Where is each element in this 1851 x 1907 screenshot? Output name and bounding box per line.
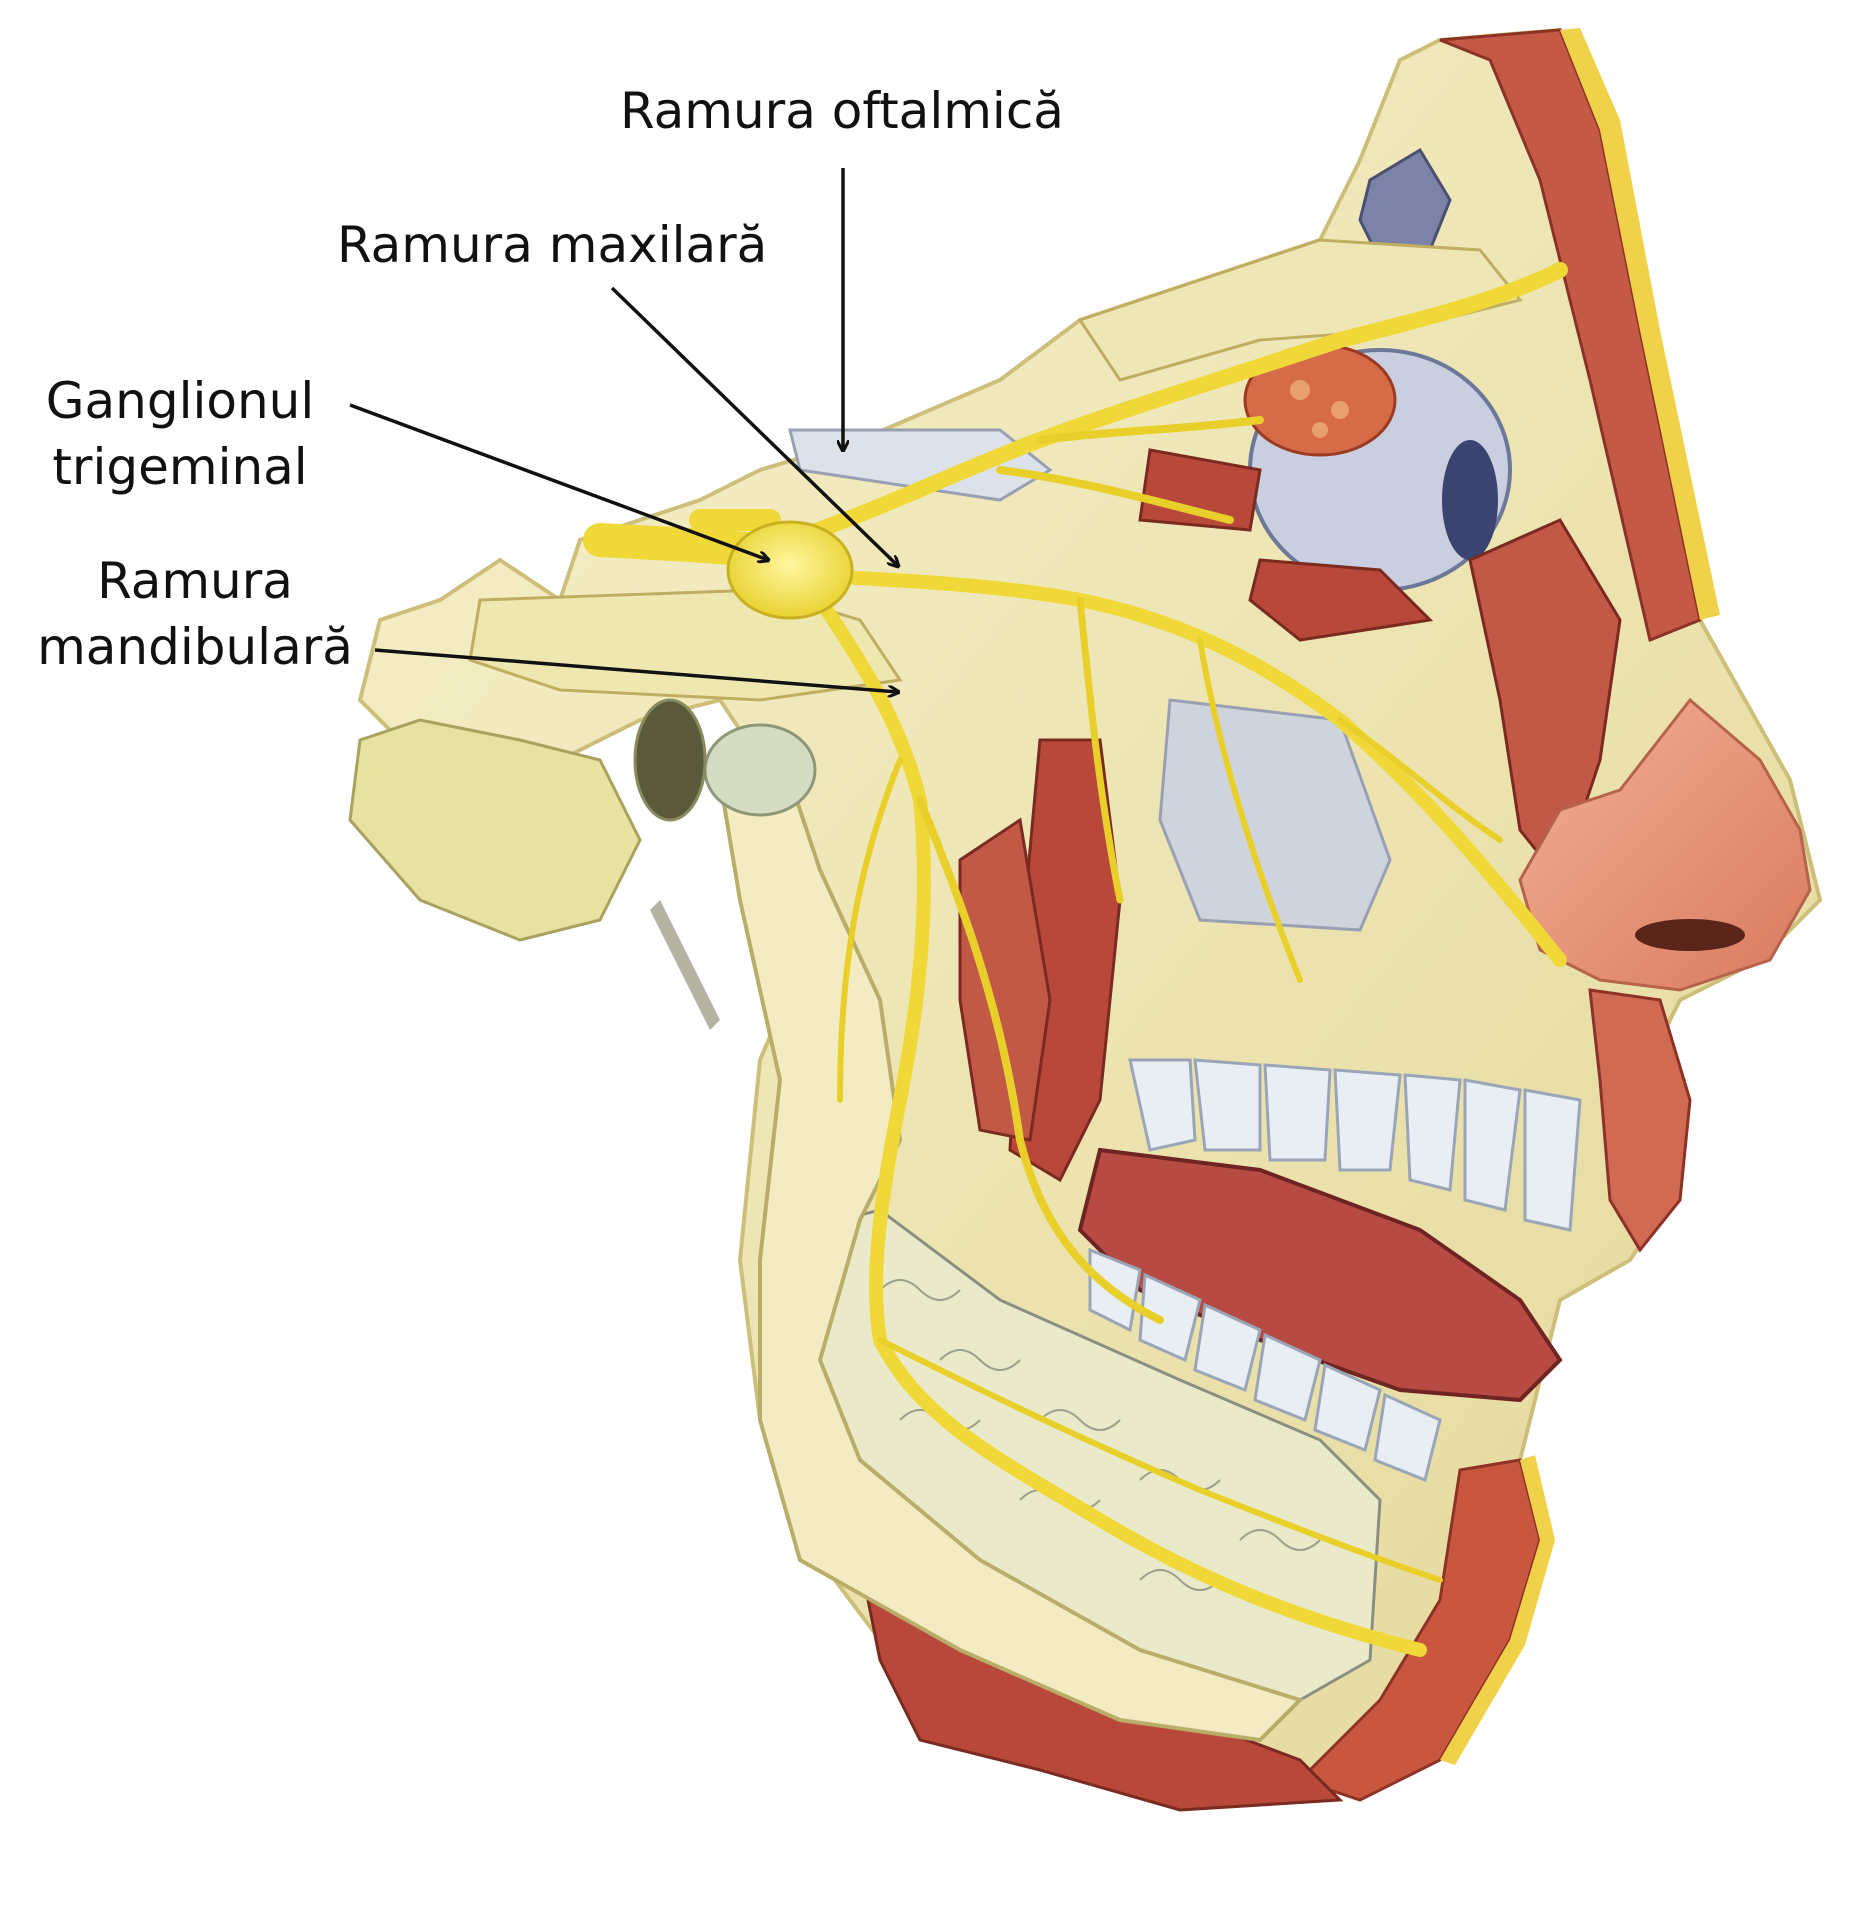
leader-arrows xyxy=(349,168,898,692)
label-ganglionul-line2: trigeminal xyxy=(52,438,308,496)
eye-muscle-inferior xyxy=(1248,558,1434,642)
label-ganglionul-trigeminal: Ganglionul trigeminal xyxy=(30,368,330,500)
mandible-ramus xyxy=(717,778,1304,1743)
nostril xyxy=(1635,919,1745,951)
label-ganglionul-line1: Ganglionul xyxy=(45,372,315,430)
nose xyxy=(1518,697,1812,992)
label-ramura-mandibulara: Ramura mandibulară xyxy=(20,548,370,680)
forehead-skin-edge xyxy=(1560,28,1720,620)
arrow-mandibulara xyxy=(374,648,898,692)
orbit-roof xyxy=(1077,238,1523,382)
lower-teeth xyxy=(1088,1247,1442,1483)
pterygoid-muscle xyxy=(958,817,1052,1142)
mandible-condyle xyxy=(703,723,817,817)
mandibular-nerve xyxy=(813,593,1427,1657)
label-mandibulara-line2: mandibulară xyxy=(37,618,353,676)
ear-canal xyxy=(633,698,707,822)
label-ramura-maxilara: Ramura maxilară xyxy=(337,216,768,274)
eye-cornea xyxy=(1442,440,1498,560)
maxillary-nerve xyxy=(793,568,1567,967)
styloid-process xyxy=(650,900,720,1030)
arrow-maxilara xyxy=(610,286,898,566)
temporal-bone xyxy=(348,718,642,942)
arrow-ganglion xyxy=(349,403,768,560)
label-mandibulara-line1: Ramura xyxy=(97,552,293,610)
label-ramura-oftalmica: Ramura oftalmică xyxy=(620,82,1064,140)
chin-skin-edge xyxy=(1440,1455,1555,1765)
upper-lip xyxy=(1588,988,1692,1253)
sphenoid-wing xyxy=(788,428,1053,502)
upper-teeth xyxy=(1128,1058,1582,1232)
ophthalmic-nerve xyxy=(782,262,1568,548)
trigeminal-ganglion xyxy=(726,520,854,620)
